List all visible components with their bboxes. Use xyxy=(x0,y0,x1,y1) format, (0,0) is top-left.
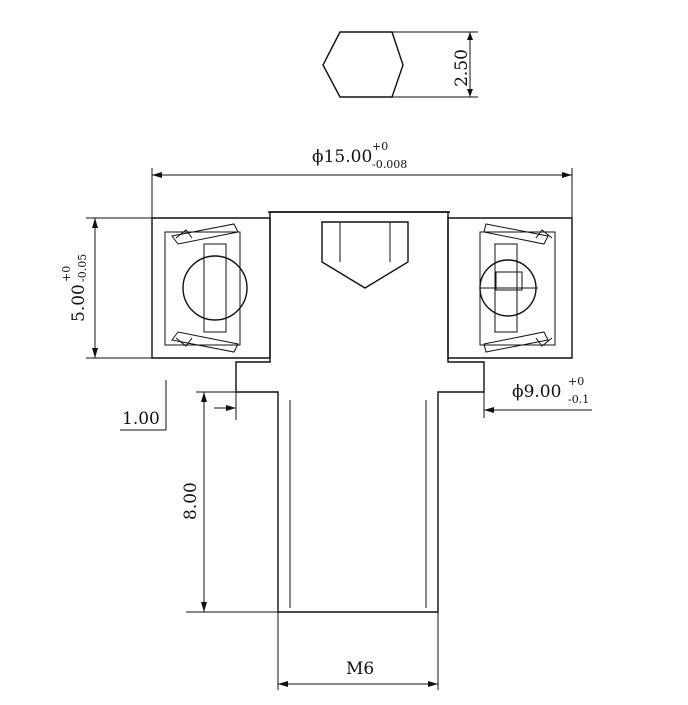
width-dimension: 5.00 +0 -0.05 xyxy=(60,217,152,359)
shoulder-diameter-label: ϕ9.00 xyxy=(512,382,561,402)
width-label: 5.00 xyxy=(69,284,89,322)
shoulder-tol-upper: +0 xyxy=(568,375,584,388)
width-tol-lower: -0.05 xyxy=(76,254,89,282)
hex-socket-view: 2.50 xyxy=(322,31,478,98)
bearing-assembly xyxy=(151,217,573,359)
bearing-ball-left xyxy=(182,255,248,321)
thread-size-label: M6 xyxy=(346,659,374,679)
thread-size-dimension: M6 xyxy=(277,612,439,690)
outer-tol-upper: +0 xyxy=(372,140,388,153)
width-tol-upper: +0 xyxy=(60,266,73,282)
outer-diameter-dimension: ϕ15.00 +0 -0.008 xyxy=(151,140,573,218)
shaft xyxy=(235,211,485,613)
shoulder-length-label: 1.00 xyxy=(122,409,160,429)
outer-tol-lower: -0.008 xyxy=(372,158,407,171)
outer-diameter-label: ϕ15.00 xyxy=(312,147,372,167)
thread-length-dimension: 8.00 xyxy=(181,391,278,613)
thread-length-label: 8.00 xyxy=(181,482,201,520)
shoulder-length-dimension: 1.00 xyxy=(120,380,237,431)
shoulder-diameter-dimension: ϕ9.00 +0 -0.1 xyxy=(483,362,592,418)
shoulder-tol-lower: -0.1 xyxy=(568,393,589,406)
hex-height-label: 2.50 xyxy=(452,49,472,87)
